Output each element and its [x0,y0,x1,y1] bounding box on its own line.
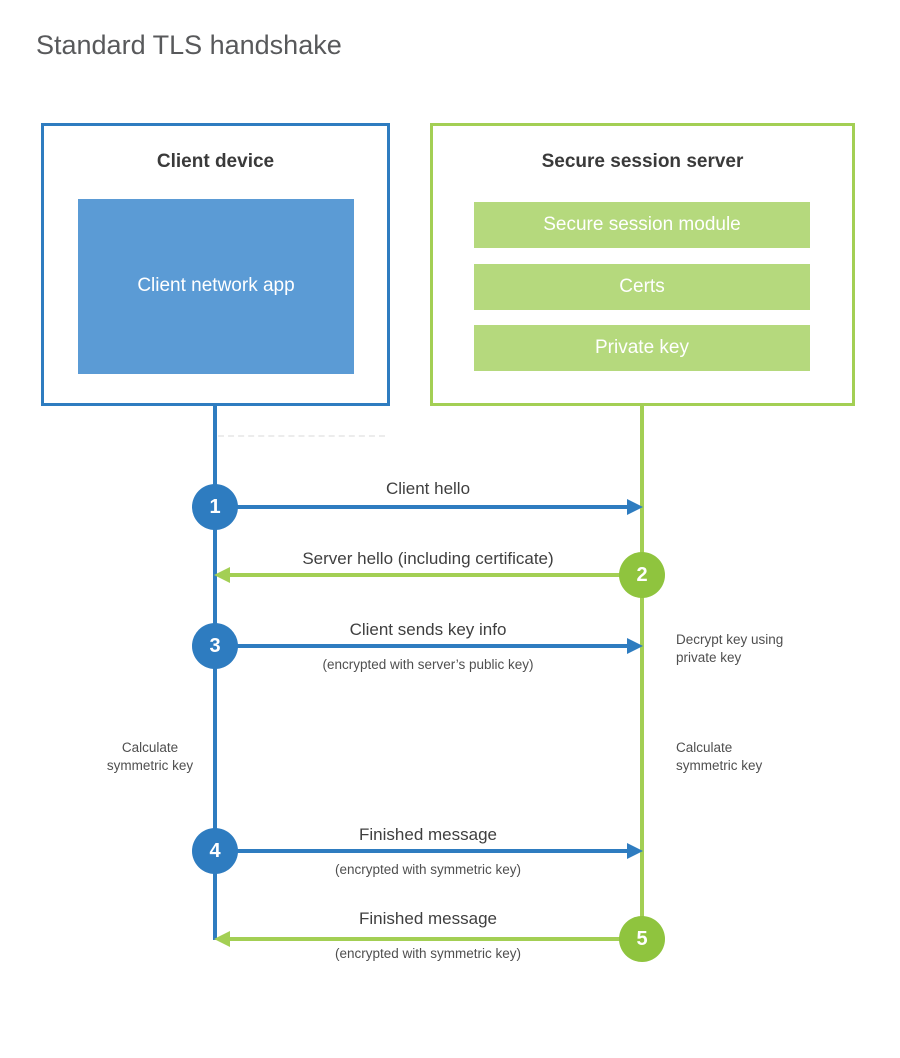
secure-session-server-box: Secure session server Secure session mod… [430,123,855,406]
arrow-2-left-arrowhead-icon [214,567,230,583]
message-sublabel-key-info-encryption: (encrypted with server’s public key) [322,657,534,672]
annotation-decrypt-key: Decrypt key using private key [676,632,784,666]
arrow-4-right-arrowhead-icon [627,843,643,859]
arrow-5-left-arrowhead-icon [214,931,230,947]
annotation-calculate-symmetric-key-client: Calculate symmetric key [106,740,194,774]
client-device-title: Client device [156,151,275,172]
page-title: Standard TLS handshake [36,30,342,60]
faint-dashed-line [218,435,385,437]
step-circle-1: 1 [192,484,238,530]
arrow-1-right-arrowhead-icon [627,499,643,515]
message-label-client-key-info: Client sends key info [349,620,507,639]
server-module-bar-secure-session-module: Secure session module [474,202,810,248]
secure-session-server-title: Secure session server [541,151,744,172]
step-circle-5: 5 [619,916,665,962]
annotation-calculate-symmetric-key-server: Calculate symmetric key [676,740,763,774]
client-device-box: Client device Client network app [41,123,390,406]
client-network-app-label: Client network app [137,275,295,297]
step-circle-3: 3 [192,623,238,669]
message-sublabel-finished-server-encryption: (encrypted with symmetric key) [334,946,522,961]
step-circle-4: 4 [192,828,238,874]
message-label-server-hello: Server hello (including certificate) [302,549,554,568]
client-network-app-box: Client network app [78,199,354,374]
step-circle-2: 2 [619,552,665,598]
message-label-finished-client: Finished message [359,825,497,844]
arrow-3-right-arrowhead-icon [627,638,643,654]
server-module-bar-private-key: Private key [474,325,810,371]
message-label-client-hello: Client hello [385,479,471,498]
message-label-finished-server: Finished message [359,909,497,928]
server-module-bar-certs: Certs [474,264,810,310]
message-sublabel-finished-client-encryption: (encrypted with symmetric key) [334,862,522,877]
